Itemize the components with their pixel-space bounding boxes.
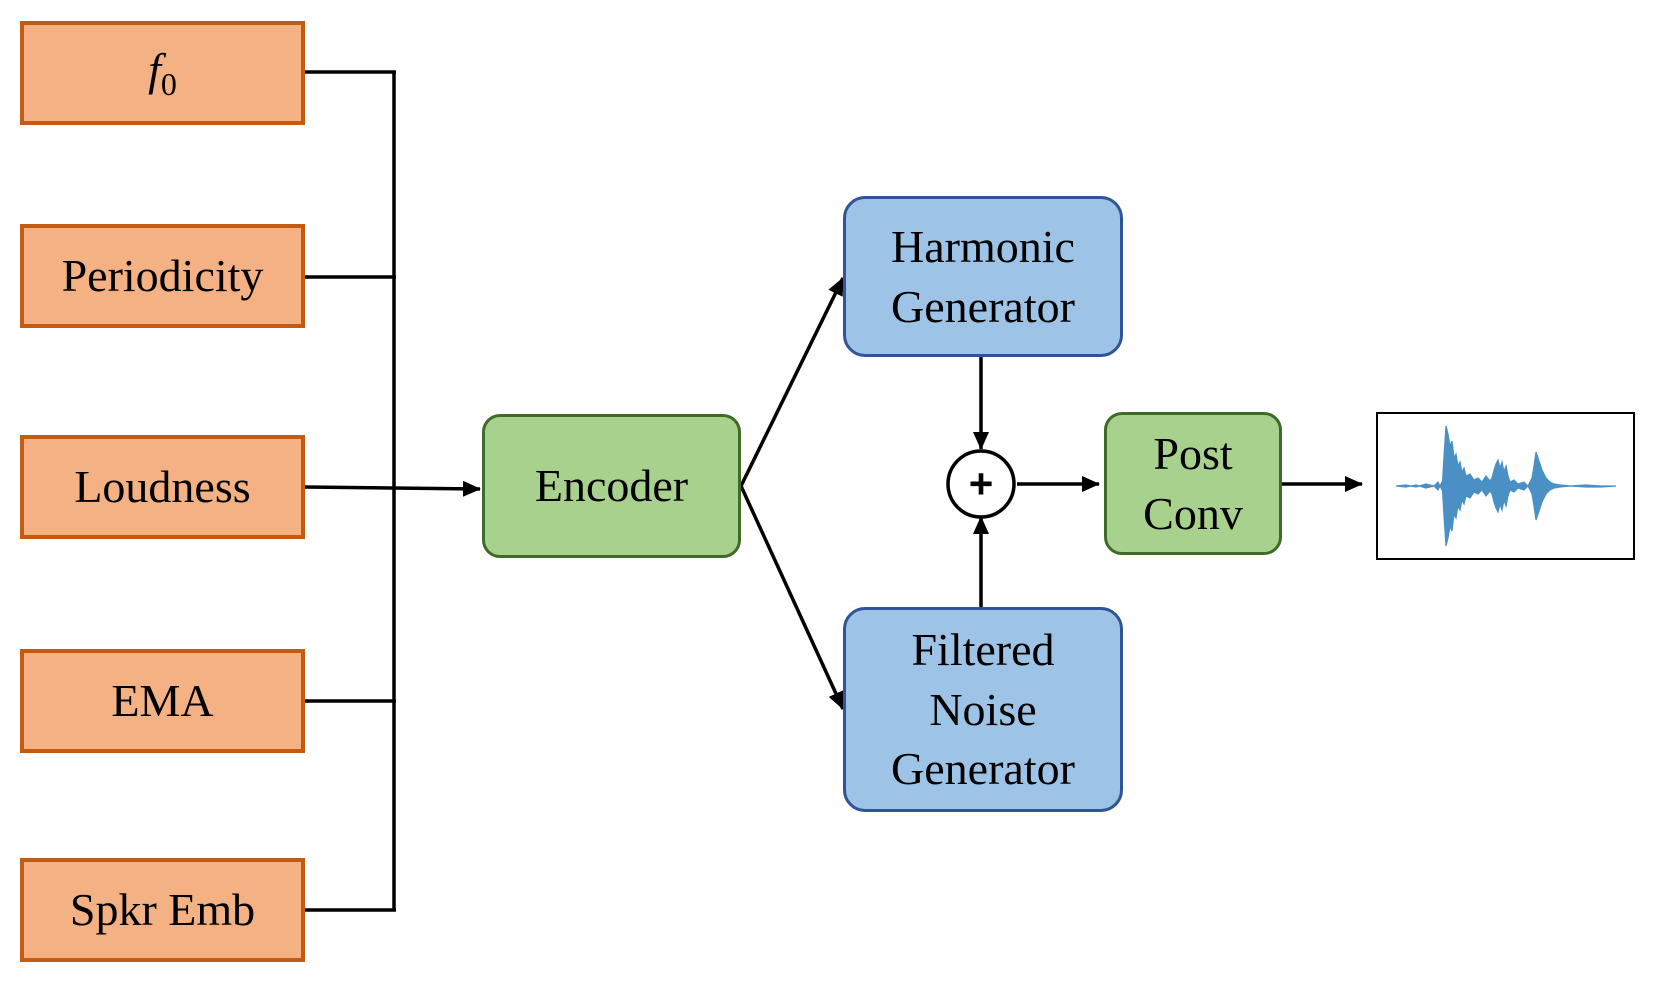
f0-subscript: 0	[160, 66, 177, 103]
output-waveform	[1376, 412, 1635, 560]
harmonic-line1: Harmonic	[891, 220, 1075, 272]
f0-symbol: f	[148, 44, 161, 96]
filtered-noise-generator-block: Filtered Noise Generator	[843, 607, 1123, 812]
encoder-label: Encoder	[534, 460, 689, 512]
noise-line3: Generator	[891, 743, 1075, 795]
post-conv-block: Post Conv	[1104, 412, 1282, 555]
ema-label: EMA	[111, 675, 214, 727]
encoder-to-noise-arrow	[739, 485, 845, 710]
encoder-block: Encoder	[482, 414, 741, 558]
input-loudness: Loudness	[20, 435, 305, 539]
noise-line2: Noise	[929, 683, 1037, 735]
audio-waveform-icon	[1395, 425, 1616, 547]
harmonic-generator-block: Harmonic Generator	[843, 196, 1123, 357]
input-periodicity: Periodicity	[20, 224, 305, 328]
postconv-line2: Conv	[1143, 487, 1243, 539]
sum-symbol: +	[969, 460, 994, 507]
encoder-to-harmonic-arrow	[739, 277, 845, 487]
periodicity-label: Periodicity	[61, 250, 264, 302]
harmonic-line2: Generator	[891, 280, 1075, 332]
f0-label: f0	[148, 40, 177, 106]
input-spkr-emb: Spkr Emb	[20, 858, 305, 962]
spkr-emb-label: Spkr Emb	[69, 884, 256, 936]
loudness-label: Loudness	[74, 461, 251, 513]
noise-line1: Filtered	[911, 623, 1055, 675]
postconv-line1: Post	[1153, 427, 1233, 479]
input-ema: EMA	[20, 649, 305, 753]
input-f0: f0	[20, 21, 305, 125]
sum-node: +	[946, 449, 1016, 519]
loudness-to-encoder-arrow	[304, 480, 481, 497]
